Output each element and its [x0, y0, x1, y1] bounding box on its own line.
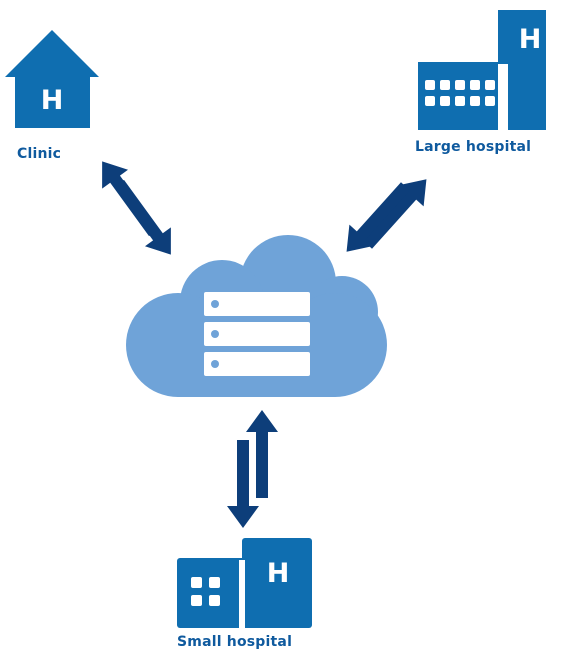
small-hospital-building-icon: H — [177, 538, 312, 628]
large-hospital-label: Large hospital — [415, 139, 532, 155]
large-hospital-building-icon: H — [418, 10, 546, 130]
large-hospital-cloud-arrows — [346, 179, 427, 252]
server-stack — [204, 292, 310, 376]
small-hospital-windows — [191, 577, 220, 606]
small-hospital-label: Small hospital — [177, 634, 293, 650]
clinic-label: Clinic — [17, 146, 62, 162]
clinic-badge: H — [41, 85, 64, 116]
small-hospital-cloud-arrows — [227, 410, 278, 528]
clinic-cloud-arrows — [102, 161, 171, 255]
small-hospital-badge: H — [267, 558, 290, 589]
large-hospital-windows — [425, 80, 495, 106]
large-hospital-badge: H — [519, 24, 542, 55]
clinic-house-icon: H — [5, 30, 99, 128]
cloud-server-icon — [126, 235, 387, 397]
